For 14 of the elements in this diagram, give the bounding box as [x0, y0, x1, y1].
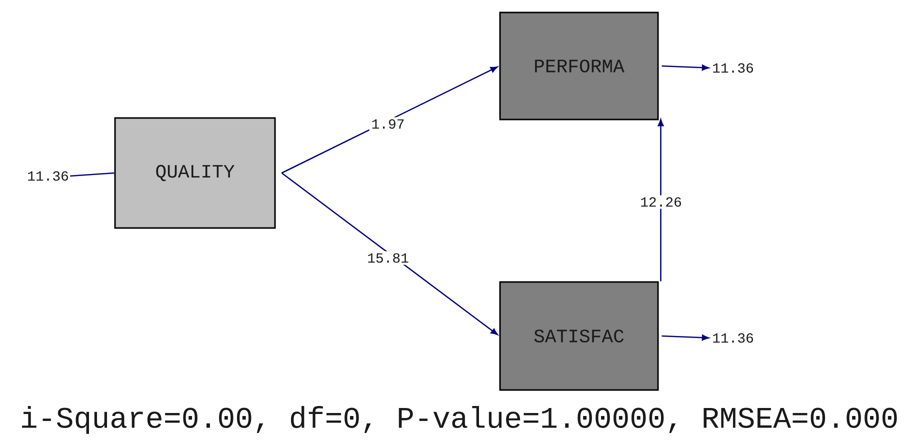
path-arrow: [281, 66, 498, 174]
path-arrow: [281, 172, 498, 336]
path-arrow: [662, 64, 709, 71]
path-arrow: [658, 119, 664, 282]
variable-box: PERFORMA: [499, 12, 659, 120]
path-arrow: [662, 334, 709, 341]
error-value: 11.36: [713, 63, 754, 73]
variable-box: QUALITY: [114, 117, 276, 229]
variable-box: SATISFAC: [499, 281, 659, 391]
edge-label: 1.97: [369, 117, 407, 131]
error-value: 11.36: [713, 333, 754, 343]
edge-label: 12.26: [638, 195, 684, 209]
edge-label: 15.81: [365, 251, 411, 265]
error-value: 11.36: [28, 171, 68, 181]
